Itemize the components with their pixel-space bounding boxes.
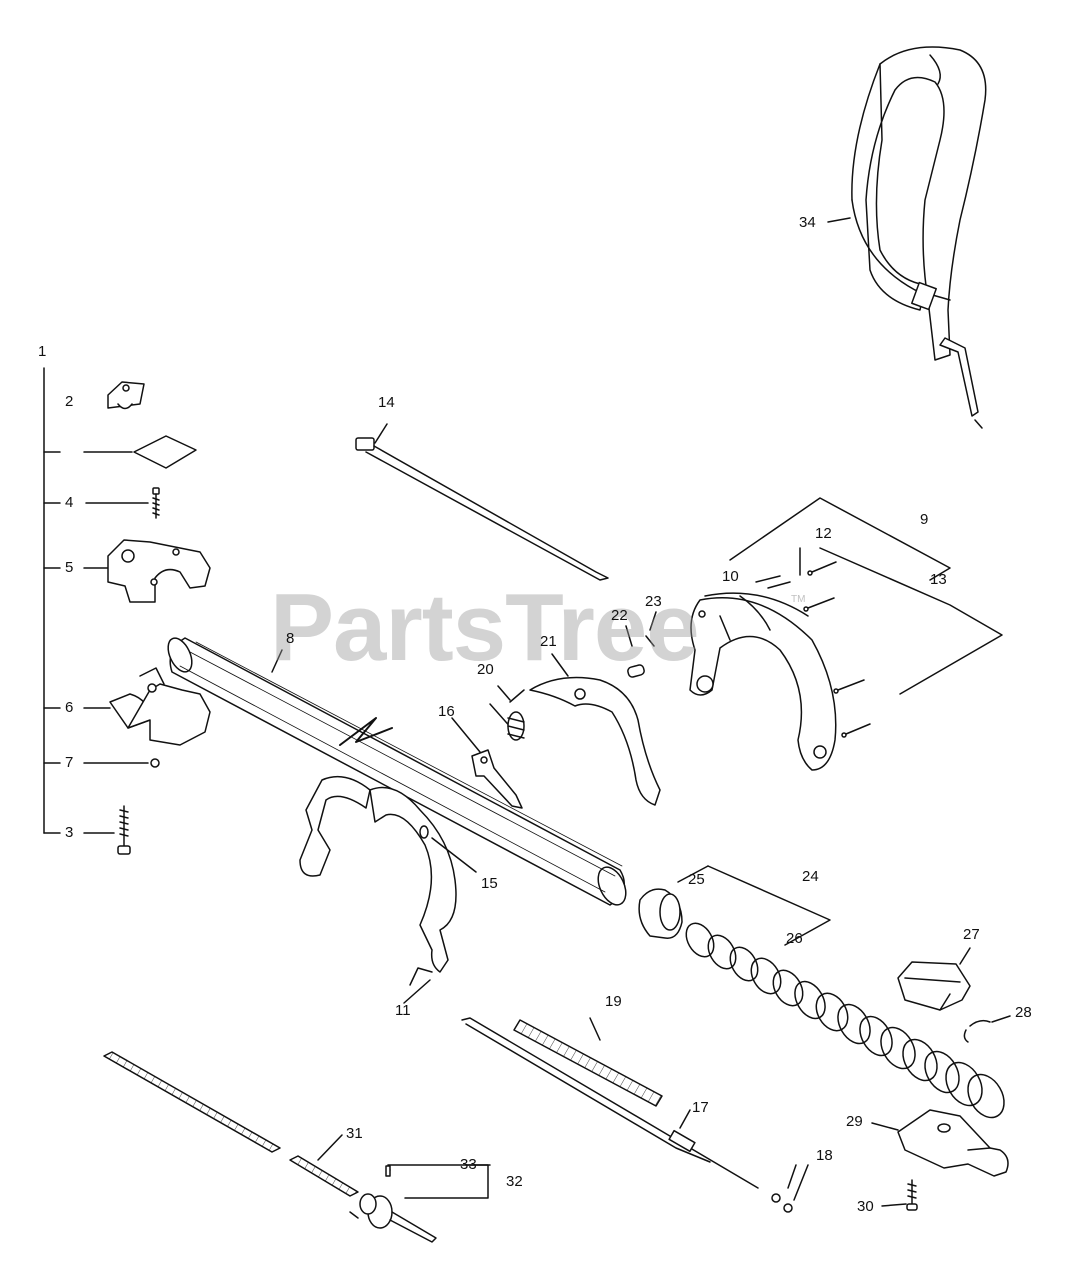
part-17-flex-cable — [461, 1017, 759, 1189]
callout-23: 23 — [645, 593, 662, 610]
callout-33: 33 — [460, 1156, 477, 1173]
callout-21: 21 — [540, 633, 557, 650]
callout-9: 9 — [920, 511, 929, 528]
callout-31: 31 — [346, 1125, 363, 1142]
callout-2: 2 — [65, 393, 74, 410]
part-16-throttle-lever — [451, 717, 523, 809]
watermark-text: PartsTree — [270, 574, 700, 681]
callout-22: 22 — [611, 607, 628, 624]
callout-11: 11 — [395, 1002, 411, 1019]
part-19-liner-tube — [513, 1017, 663, 1107]
part-32-coupling — [349, 1164, 491, 1243]
part-23-clip — [645, 611, 657, 647]
part-11-front-handle — [299, 775, 457, 1004]
part-25-bushing — [638, 865, 831, 946]
part-20-torsion-spring — [489, 685, 525, 741]
watermark-trademark: TM — [791, 594, 806, 605]
part-5-upper-clamp — [83, 539, 211, 603]
part-15-pin — [419, 825, 477, 873]
callout-1: 1 — [38, 343, 47, 360]
callout-3: 3 — [65, 824, 74, 841]
callout-7: 7 — [65, 754, 74, 771]
callout-13: 13 — [930, 571, 947, 588]
callout-29: 29 — [846, 1113, 863, 1130]
part-3-bolt — [83, 805, 131, 855]
part-21-trigger — [529, 653, 661, 806]
callout-19: 19 — [605, 993, 622, 1010]
kit-bracket — [43, 367, 61, 834]
part-28-clip — [963, 1015, 1011, 1043]
part-14-cable-tie — [355, 423, 609, 581]
decal-plate — [83, 435, 197, 469]
callout-16: 16 — [438, 703, 455, 720]
callout-24: 24 — [802, 868, 819, 885]
callout-32: 32 — [506, 1173, 523, 1190]
part-7-nut — [83, 758, 160, 768]
callout-4: 4 — [65, 494, 74, 511]
part-6-lower-clamp — [83, 667, 211, 746]
part-2-clamp-block — [107, 381, 145, 410]
callout-14: 14 — [378, 394, 395, 411]
part-8-main-shaft — [167, 637, 627, 906]
part-27-cover — [897, 947, 971, 1011]
part-18-nuts — [771, 1164, 809, 1213]
callout-10: 10 — [722, 568, 739, 585]
callout-18: 18 — [816, 1147, 833, 1164]
callout-27: 27 — [963, 926, 980, 943]
part-26-spring — [685, 922, 1005, 1119]
callout-28: 28 — [1015, 1004, 1032, 1021]
part-4-screw — [85, 487, 160, 519]
callout-6: 6 — [65, 699, 74, 716]
part-22-pin — [625, 625, 645, 678]
part-34-shoulder-strap — [827, 46, 987, 429]
callout-8: 8 — [286, 630, 295, 647]
callout-26: 26 — [786, 930, 803, 947]
callout-17: 17 — [692, 1099, 709, 1116]
callout-12: 12 — [815, 525, 832, 542]
part-31-drive-shaft — [103, 1051, 359, 1197]
callout-15: 15 — [481, 875, 498, 892]
callout-5: 5 — [65, 559, 74, 576]
callout-34: 34 — [799, 214, 816, 231]
part-30-bolt — [881, 1179, 918, 1211]
part-9-rear-handle-assembly — [689, 497, 1003, 771]
callout-30: 30 — [857, 1198, 874, 1215]
part-29-mount — [871, 1109, 1009, 1177]
callout-25: 25 — [688, 871, 705, 888]
callout-20: 20 — [477, 661, 494, 678]
